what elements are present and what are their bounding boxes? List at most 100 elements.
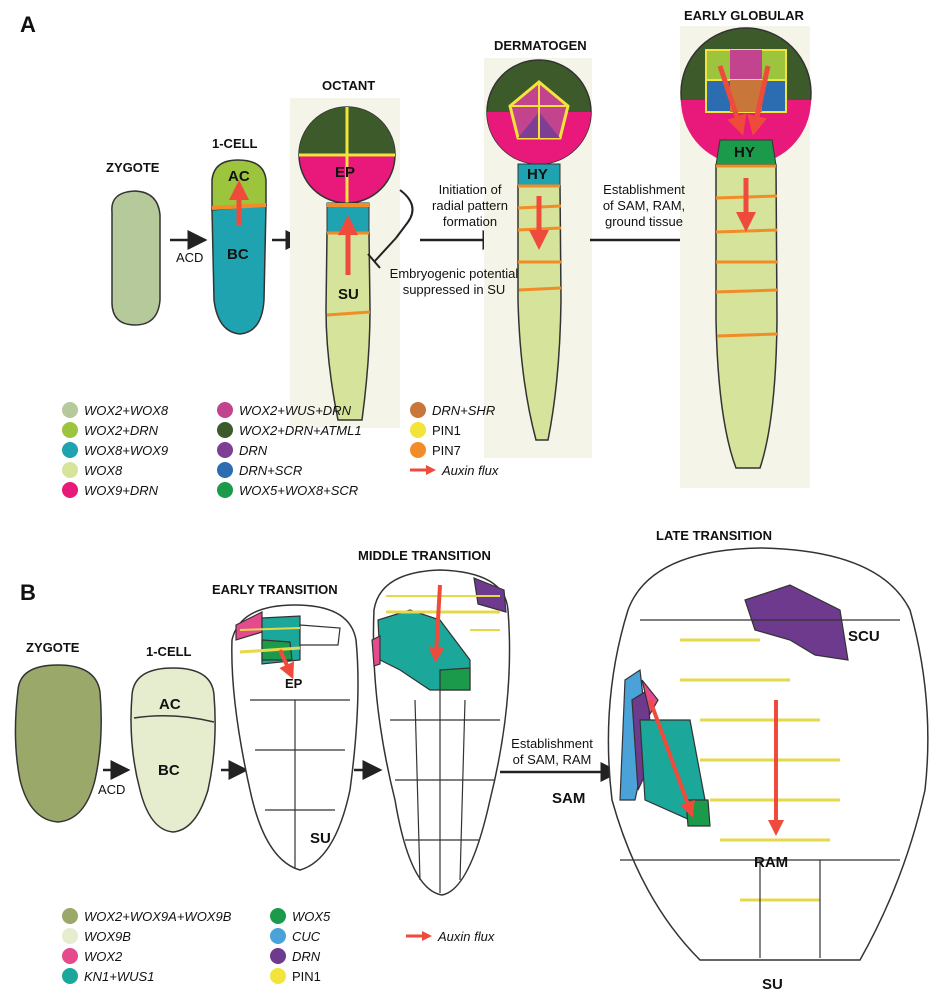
legend-label: PIN1 <box>432 423 461 438</box>
legend-swatch-icon <box>62 908 78 924</box>
legend-item: PIN1 <box>270 966 330 986</box>
legend-label: Auxin flux <box>438 929 494 944</box>
label-ep-a: EP <box>335 164 355 181</box>
label-hy-dermatogen: HY <box>527 166 548 183</box>
legend-swatch-icon <box>270 948 286 964</box>
legend-item: KN1+WUS1 <box>62 966 231 986</box>
label-bc-a: BC <box>227 246 249 263</box>
stage-middle-transition-b: MIDDLE TRANSITION <box>358 548 491 563</box>
legend-label: WOX2+WOX8 <box>84 403 168 418</box>
label-su-a: SU <box>338 286 359 303</box>
legend-label: WOX2 <box>84 949 122 964</box>
stage-octant-a: OCTANT <box>322 78 375 93</box>
label-ac-a: AC <box>228 168 250 185</box>
stage-early-transition-b: EARLY TRANSITION <box>212 582 338 597</box>
early-transition-b <box>232 605 358 870</box>
caption-establishment-b: Establishment of SAM, RAM <box>500 736 604 768</box>
legend-label: PIN1 <box>292 969 321 984</box>
label-ac-b: AC <box>159 696 181 713</box>
legend-swatch-icon <box>217 482 233 498</box>
legend-label: CUC <box>292 929 320 944</box>
caption-suppressed-line-2: suppressed in SU <box>374 282 534 298</box>
legend-swatch-icon <box>62 482 78 498</box>
caption-establishment-b-line-1: Establishment <box>500 736 604 752</box>
legend-item: DRN+SHR <box>410 400 498 420</box>
label-ram: RAM <box>754 854 788 871</box>
legend-b-col-3: Auxin flux <box>406 926 494 946</box>
label-acd-a: ACD <box>176 250 203 265</box>
caption-initiation-line-2: radial pattern <box>420 198 520 214</box>
legend-item: WOX2 <box>62 946 231 966</box>
legend-label: WOX2+WUS+DRN <box>239 403 351 418</box>
legend-swatch-icon <box>270 908 286 924</box>
legend-label: DRN+SHR <box>432 403 495 418</box>
legend-label: PIN7 <box>432 443 461 458</box>
label-acd-b: ACD <box>98 782 125 797</box>
legend-label: DRN+SCR <box>239 463 302 478</box>
legend-item: DRN <box>217 440 362 460</box>
legend-swatch-icon <box>62 442 78 458</box>
legend-item: WOX8 <box>62 460 168 480</box>
legend-item: Auxin flux <box>406 926 494 946</box>
legend-item: WOX9B <box>62 926 231 946</box>
legend-swatch-icon <box>217 462 233 478</box>
label-bc-b: BC <box>158 762 180 779</box>
legend-swatch-icon <box>62 422 78 438</box>
legend-swatch-icon <box>270 928 286 944</box>
legend-swatch-icon <box>217 442 233 458</box>
dermatogen-a <box>484 58 592 458</box>
legend-item: WOX8+WOX9 <box>62 440 168 460</box>
auxin-arrow-icon <box>410 465 436 475</box>
legend-swatch-icon <box>62 928 78 944</box>
caption-suppressed-line-1: Embryogenic potential <box>374 266 534 282</box>
legend-label: WOX5+WOX8+SCR <box>239 483 358 498</box>
legend-swatch-icon <box>410 422 426 438</box>
legend-item: WOX2+WUS+DRN <box>217 400 362 420</box>
zygote-b <box>15 665 101 822</box>
stage-one-cell-b: 1-CELL <box>146 644 192 659</box>
label-hy-globular: HY <box>734 144 755 161</box>
legend-label: WOX8 <box>84 463 122 478</box>
legend-swatch-icon <box>62 948 78 964</box>
middle-transition-b <box>372 570 510 895</box>
panel-letter-a: A <box>20 12 36 38</box>
stage-early-globular-a: EARLY GLOBULAR <box>684 8 804 23</box>
legend-swatch-icon <box>217 422 233 438</box>
legend-swatch-icon <box>62 968 78 984</box>
legend-item: WOX2+WOX8 <box>62 400 168 420</box>
label-su-b: SU <box>310 830 331 847</box>
caption-initiation-line-1: Initiation of <box>420 182 520 198</box>
legend-label: KN1+WUS1 <box>84 969 154 984</box>
auxin-arrow-icon <box>406 931 432 941</box>
legend-item: Auxin flux <box>410 460 498 480</box>
legend-item: DRN+SCR <box>217 460 362 480</box>
legend-label: WOX5 <box>292 909 330 924</box>
label-sam: SAM <box>552 790 585 807</box>
legend-item: WOX2+DRN+ATML1 <box>217 420 362 440</box>
legend-item: PIN1 <box>410 420 498 440</box>
caption-establishment-a-line-3: ground tissue <box>592 214 696 230</box>
legend-swatch-icon <box>410 442 426 458</box>
caption-establishment-a-line-2: of SAM, RAM, <box>592 198 696 214</box>
stage-dermatogen-a: DERMATOGEN <box>494 38 587 53</box>
legend-swatch-icon <box>62 402 78 418</box>
legend-label: Auxin flux <box>442 463 498 478</box>
stage-late-transition-b: LATE TRANSITION <box>656 528 772 543</box>
legend-label: WOX2+WOX9A+WOX9B <box>84 909 231 924</box>
legend-item: PIN7 <box>410 440 498 460</box>
stage-zygote-b: ZYGOTE <box>26 640 79 655</box>
label-ep-b: EP <box>285 676 302 691</box>
legend-label: WOX9+DRN <box>84 483 158 498</box>
zygote-a <box>112 191 160 325</box>
early-globular-a <box>680 26 811 488</box>
legend-swatch-icon <box>62 462 78 478</box>
legend-swatch-icon <box>410 402 426 418</box>
label-su-late: SU <box>762 976 783 993</box>
legend-item: DRN <box>270 946 330 966</box>
caption-establishment-a-line-1: Establishment <box>592 182 696 198</box>
